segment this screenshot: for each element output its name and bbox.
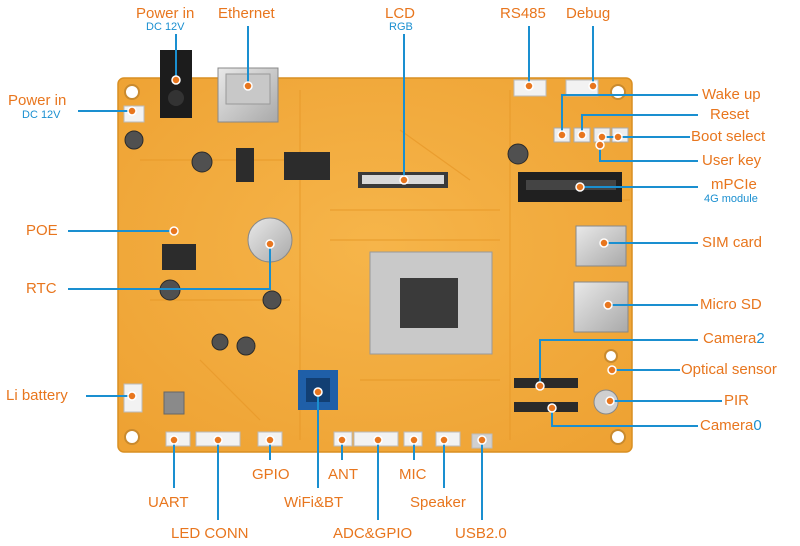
label-speaker: Speaker — [410, 494, 466, 511]
label-camera0-number: 0 — [753, 417, 762, 434]
label-user-key: User key — [702, 152, 762, 169]
label-camera2-number: 2 — [756, 330, 765, 347]
label-usb20: USB2.0 — [455, 525, 507, 542]
marker-dots — [127, 75, 623, 445]
leader-lines — [68, 26, 722, 520]
label-lcd: LCD — [385, 5, 416, 22]
label-power-top-sub: DC 12V — [146, 21, 185, 33]
label-ethernet: Ethernet — [218, 5, 275, 22]
label-mic: MIC — [399, 466, 427, 483]
label-sim-card: SIM card — [702, 234, 763, 251]
label-lcd-sub: RGB — [389, 21, 413, 33]
label-mpcie-sub: 4G module — [704, 193, 758, 205]
label-li-battery: Li battery — [6, 387, 68, 404]
ic-chip — [162, 244, 196, 270]
label-camera0: Camera0 — [700, 417, 762, 434]
label-optical-sensor: Optical sensor — [681, 361, 777, 378]
label-gpio: GPIO — [252, 466, 290, 483]
label-rs485: RS485 — [500, 5, 546, 22]
label-debug: Debug — [566, 5, 611, 22]
label-rtc: RTC — [26, 280, 57, 297]
label-power-left: Power in — [8, 92, 67, 109]
label-ant: ANT — [328, 466, 358, 483]
label-camera2-text: Camera — [703, 330, 757, 347]
label-power-top: Power in — [136, 5, 195, 22]
label-led-conn: LED CONN — [171, 525, 249, 542]
label-wake-up: Wake up — [702, 86, 761, 103]
camera2-connector — [514, 378, 578, 388]
label-camera0-text: Camera — [700, 417, 754, 434]
label-uart: UART — [148, 494, 189, 511]
ic-chip — [284, 152, 330, 180]
label-wifi-bt: WiFi&BT — [284, 494, 344, 511]
label-mpcie: mPCIe — [711, 176, 757, 193]
label-pir: PIR — [724, 392, 750, 409]
label-power-left-sub: DC 12V — [22, 109, 61, 121]
ic-chip — [236, 148, 254, 182]
camera0-connector — [514, 402, 578, 412]
microsd-slot — [573, 281, 629, 333]
label-micro-sd: Micro SD — [700, 296, 762, 313]
label-poe: POE — [26, 222, 58, 239]
label-reset: Reset — [710, 106, 750, 123]
label-camera2: Camera2 — [703, 330, 765, 347]
label-adc-gpio: ADC&GPIO — [333, 525, 413, 542]
label-boot-select: Boot select — [691, 128, 766, 145]
